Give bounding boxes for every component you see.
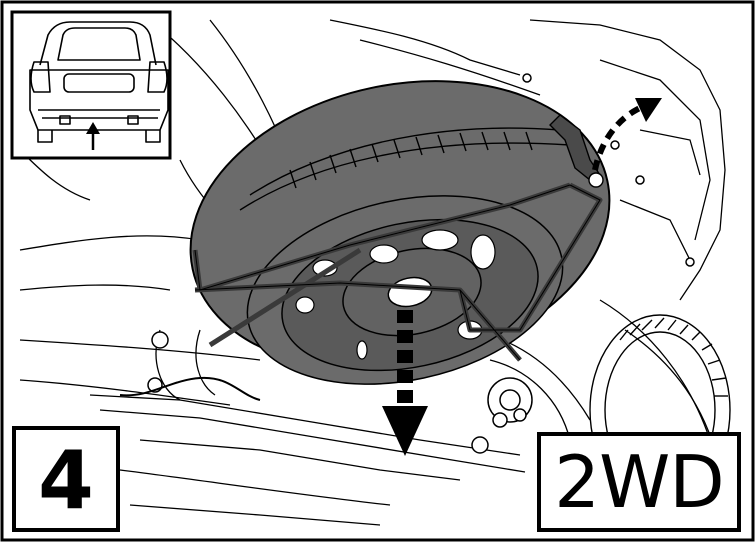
release-curved-arrow-icon (592, 98, 662, 171)
wheel-hub (147, 73, 695, 454)
variant-label: 2WD (554, 440, 724, 524)
variant-label-box: 2WD (537, 432, 741, 532)
lower-down-arrow-icon (382, 310, 428, 456)
up-arrow-icon (86, 122, 100, 150)
tire-tread (239, 127, 571, 211)
carrier-hook (549, 114, 604, 188)
step-number-box: 4 (12, 426, 120, 532)
brake-line (119, 376, 261, 401)
vehicle-rear-view-icon (10, 10, 172, 160)
step-number: 4 (38, 434, 94, 527)
underbody-line-art (19, 19, 726, 526)
carrier-cradle-highlight (194, 184, 601, 361)
